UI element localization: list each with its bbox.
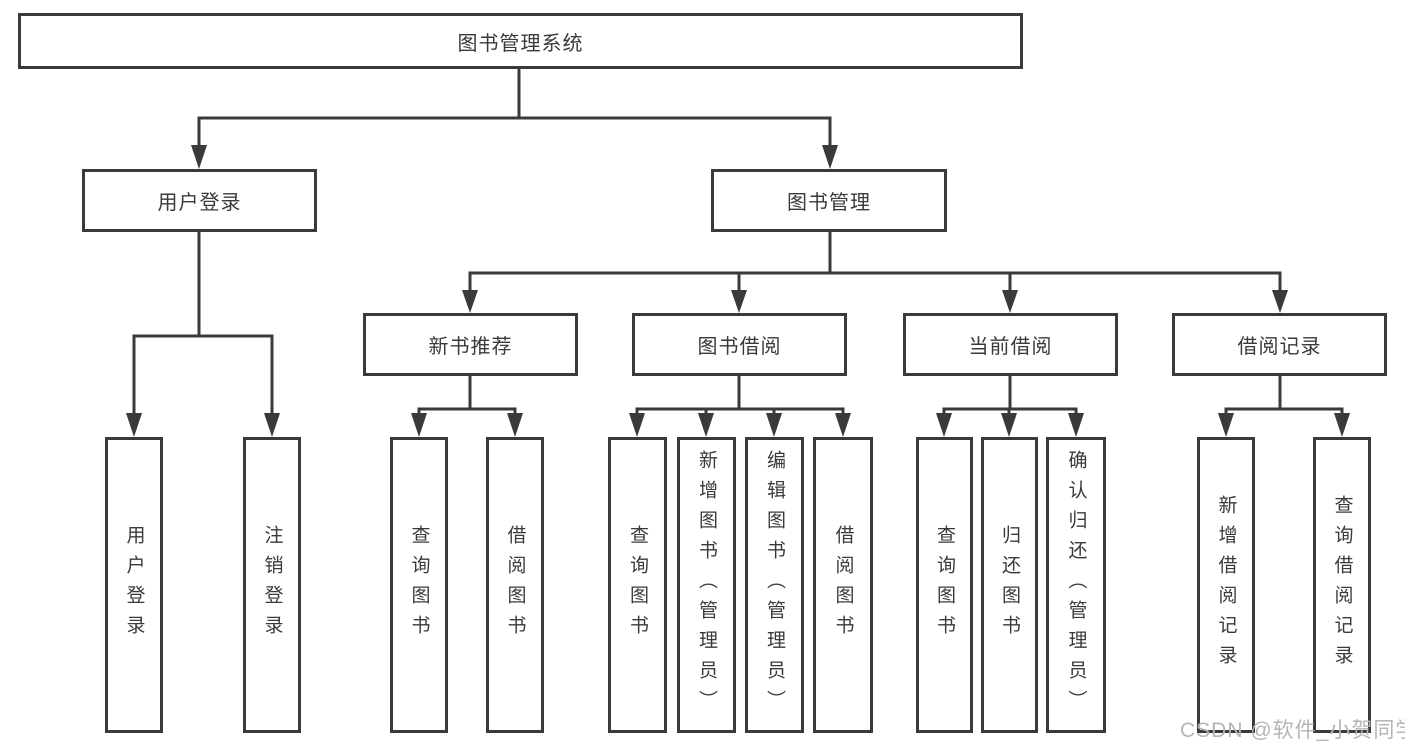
leaf-query-books-current-label: 查询图书 <box>934 525 955 645</box>
leaf-query-books-borrow-label: 查询图书 <box>627 525 648 645</box>
leaf-query-borrow-record: 查询借阅记录 <box>1313 437 1371 733</box>
leaf-query-borrow-record-label: 查询借阅记录 <box>1331 495 1353 675</box>
leaf-logout-label: 注销登录 <box>261 525 283 645</box>
leaf-add-book-admin-label: 新增图书（管理员） <box>696 450 717 720</box>
node-user-login-label: 用户登录 <box>157 192 242 214</box>
leaf-borrow-books: 借阅图书 <box>813 437 873 733</box>
node-book-borrowing: 图书借阅 <box>632 313 847 376</box>
node-library-system-label: 图书管理系统 <box>457 32 584 55</box>
node-borrowing-records-label: 借阅记录 <box>1237 336 1322 358</box>
leaf-confirm-return-admin-label: 确认归还（管理员） <box>1065 450 1087 720</box>
leaf-edit-book-admin: 编辑图书（管理员） <box>745 437 804 733</box>
leaf-query-books-recommend: 查询图书 <box>390 437 448 733</box>
leaf-confirm-return-admin: 确认归还（管理员） <box>1046 437 1106 733</box>
leaf-user-login-label: 用户登录 <box>123 525 145 645</box>
node-new-book-recommendation-label: 新书推荐 <box>428 336 513 358</box>
leaf-return-book-label: 归还图书 <box>999 525 1020 645</box>
node-current-borrowing: 当前借阅 <box>903 313 1118 376</box>
node-user-login: 用户登录 <box>82 169 317 232</box>
node-book-management: 图书管理 <box>711 169 947 232</box>
leaf-borrow-books-recommend: 借阅图书 <box>486 437 544 733</box>
leaf-user-login: 用户登录 <box>105 437 163 733</box>
leaf-add-book-admin: 新增图书（管理员） <box>677 437 736 733</box>
node-library-system: 图书管理系统 <box>18 13 1023 69</box>
node-borrowing-records: 借阅记录 <box>1172 313 1387 376</box>
leaf-borrow-books-recommend-label: 借阅图书 <box>504 525 526 645</box>
leaf-return-book: 归还图书 <box>981 437 1038 733</box>
node-book-management-label: 图书管理 <box>787 192 871 214</box>
node-new-book-recommendation: 新书推荐 <box>363 313 578 376</box>
leaf-add-borrow-record-label: 新增借阅记录 <box>1215 495 1237 675</box>
leaf-add-borrow-record: 新增借阅记录 <box>1197 437 1255 733</box>
leaf-borrow-books-label: 借阅图书 <box>832 525 854 645</box>
leaf-query-books-current: 查询图书 <box>916 437 973 733</box>
leaf-edit-book-admin-label: 编辑图书（管理员） <box>764 450 785 720</box>
node-current-borrowing-label: 当前借阅 <box>968 336 1053 358</box>
leaf-query-books-recommend-label: 查询图书 <box>408 525 430 645</box>
leaf-query-books-borrow: 查询图书 <box>608 437 667 733</box>
node-book-borrowing-label: 图书借阅 <box>697 336 782 358</box>
leaf-logout: 注销登录 <box>243 437 301 733</box>
csdn-watermark: CSDN @软件_小贺同学 <box>1180 719 1405 742</box>
